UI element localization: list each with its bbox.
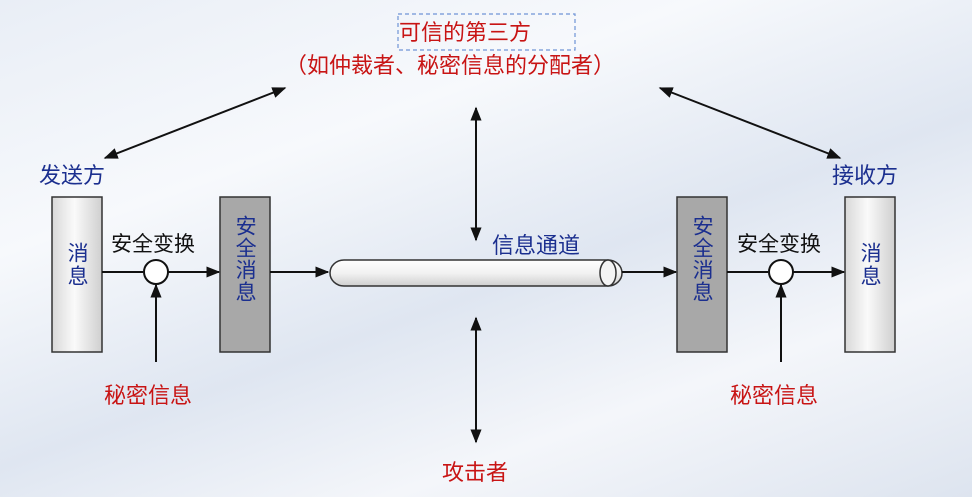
receiver-label: 接收方: [832, 164, 899, 189]
receiver-secure-text-content: 安全消息: [690, 215, 715, 303]
sender-message-text-content: 消息: [65, 242, 90, 288]
channel-pipe: [329, 259, 623, 287]
sender-message-text: 消息: [52, 230, 102, 300]
sender-label: 发送方: [39, 164, 106, 189]
sender-secure-text: 安全消息: [220, 200, 270, 318]
third-party-title-frame: [397, 13, 576, 51]
attacker-label: 攻击者: [442, 461, 509, 486]
sender-transform-label: 安全变换: [111, 232, 195, 256]
sender-transform-node: [143, 259, 169, 285]
third-party-subtitle: （如仲裁者、秘密信息的分配者）: [285, 54, 616, 79]
sender-third-party-arrow: [103, 87, 287, 159]
receiver-third-party-arrow: [658, 87, 842, 159]
channel-label: 信息通道: [492, 234, 581, 259]
receiver-transform-node: [768, 259, 794, 285]
sender-secure-text-content: 安全消息: [233, 215, 258, 303]
receiver-secret-label: 秘密信息: [730, 384, 819, 409]
sender-secure-box: [219, 196, 271, 353]
sender-secret-label: 秘密信息: [104, 384, 193, 409]
third-party-title: 可信的第三方: [399, 21, 532, 46]
receiver-secure-text: 安全消息: [677, 200, 727, 318]
receiver-message-box: [844, 196, 896, 353]
receiver-message-text-content: 消息: [858, 242, 883, 288]
receiver-transform-label: 安全变换: [737, 232, 821, 256]
sender-message-box: [51, 196, 103, 353]
receiver-message-text: 消息: [845, 230, 895, 300]
